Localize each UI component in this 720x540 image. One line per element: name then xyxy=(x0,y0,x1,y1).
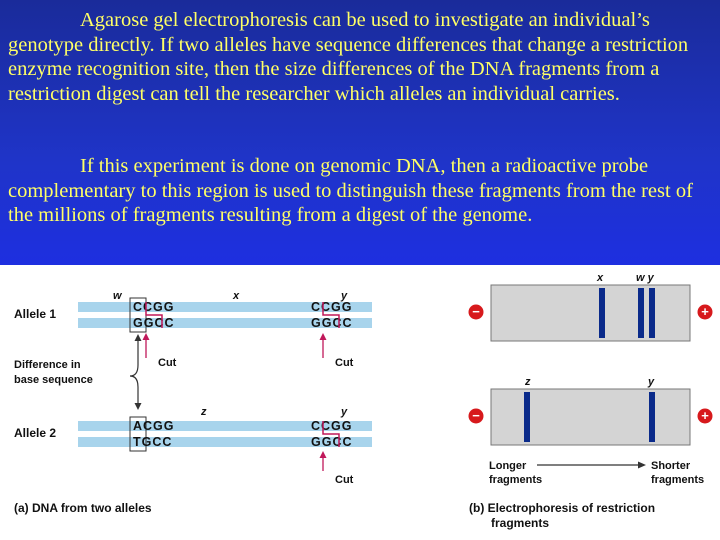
gel-lane-allele1 xyxy=(490,284,691,342)
band-label-wy: w y xyxy=(636,272,655,284)
slide-background xyxy=(0,0,720,265)
allele1-site2-top-seq: CCGG xyxy=(311,300,353,314)
allele2-label: Allele 2 xyxy=(14,426,56,440)
migration-arrowhead xyxy=(638,461,646,469)
label-w: w xyxy=(113,290,123,302)
gel-lane-allele2 xyxy=(490,388,691,446)
allele2-site2-top-seq: CCGG xyxy=(311,419,353,433)
allele2-site1-top-seq: ACGG xyxy=(133,419,175,433)
allele2-site-box xyxy=(129,416,147,452)
paragraph-genotype: Agarose gel electrophoresis can be used … xyxy=(8,9,689,105)
allele2-bottom-strand xyxy=(78,437,372,447)
allele1-site1-top-seq: CCGG xyxy=(133,300,175,314)
gel-band-y-allele2 xyxy=(649,392,655,442)
shorter-fragments-line2: fragments xyxy=(651,474,704,486)
longer-fragments-line1: Longer xyxy=(489,460,527,472)
cut-label-allele1-site2: Cut xyxy=(335,357,354,369)
paragraph-radioactive-probe: If this experiment is done on genomic DN… xyxy=(8,155,693,226)
bracket-arrow-down xyxy=(134,403,142,410)
allele1-bottom-strand xyxy=(78,318,372,328)
allele2-site2-arrowhead xyxy=(319,451,327,458)
allele1-label: Allele 1 xyxy=(14,307,56,321)
gel-band-z xyxy=(524,392,530,442)
cut-label-allele1-site1: Cut xyxy=(158,357,177,369)
figure-panel: w x y Allele 1 CCGG GGCC Cut CCGG GGCC C… xyxy=(0,265,720,540)
allele1-site1-cut-marker xyxy=(145,302,163,328)
gel-band-y-allele1 xyxy=(649,288,655,338)
label-y-allele2: y xyxy=(340,406,348,418)
allele2-top-strand xyxy=(78,421,372,431)
allele1-top-strand xyxy=(78,302,372,312)
allele1-site2-cut-marker xyxy=(322,302,340,328)
allele1-site2-arrowhead xyxy=(319,333,327,340)
bracket-arrow-up xyxy=(134,334,142,341)
longer-fragments-line2: fragments xyxy=(489,474,542,486)
difference-bracket xyxy=(129,337,139,407)
negative-sign-bottom: − xyxy=(472,408,480,423)
cut-label-allele2-site2: Cut xyxy=(335,474,354,486)
allele1-site2-bottom-seq: GGCC xyxy=(311,316,353,330)
band-label-z: z xyxy=(524,376,531,388)
difference-label-line1: Difference in xyxy=(14,359,81,371)
allele1-site1-arrowhead xyxy=(142,333,150,340)
label-y-allele1: y xyxy=(340,290,348,302)
positive-sign-top: + xyxy=(701,304,709,319)
allele2-site2-cut-marker xyxy=(322,421,340,447)
negative-electrode-bottom xyxy=(468,408,484,424)
allele2-site1-bottom-seq: TGCC xyxy=(133,435,172,449)
caption-b-line1: (b) Electrophoresis of restriction xyxy=(469,501,655,515)
shorter-fragments-line1: Shorter xyxy=(651,460,691,472)
band-label-y: y xyxy=(647,376,655,388)
difference-label-line2: base sequence xyxy=(14,374,93,386)
negative-electrode-top xyxy=(468,304,484,320)
negative-sign-top: − xyxy=(472,304,480,319)
figure-svg: w x y Allele 1 CCGG GGCC Cut CCGG GGCC C… xyxy=(14,272,713,530)
caption-b-line2: fragments xyxy=(491,516,549,530)
label-z: z xyxy=(200,406,207,418)
gel-band-x xyxy=(599,288,605,338)
allele2-site2-bottom-seq: GGCC xyxy=(311,435,353,449)
band-label-x: x xyxy=(596,272,604,284)
caption-a: (a) DNA from two alleles xyxy=(14,501,152,515)
positive-sign-bottom: + xyxy=(701,408,709,423)
label-x: x xyxy=(232,290,240,302)
positive-electrode-top xyxy=(697,304,713,320)
positive-electrode-bottom xyxy=(697,408,713,424)
gel-band-w xyxy=(638,288,644,338)
allele1-site1-bottom-seq: GGCC xyxy=(133,316,175,330)
